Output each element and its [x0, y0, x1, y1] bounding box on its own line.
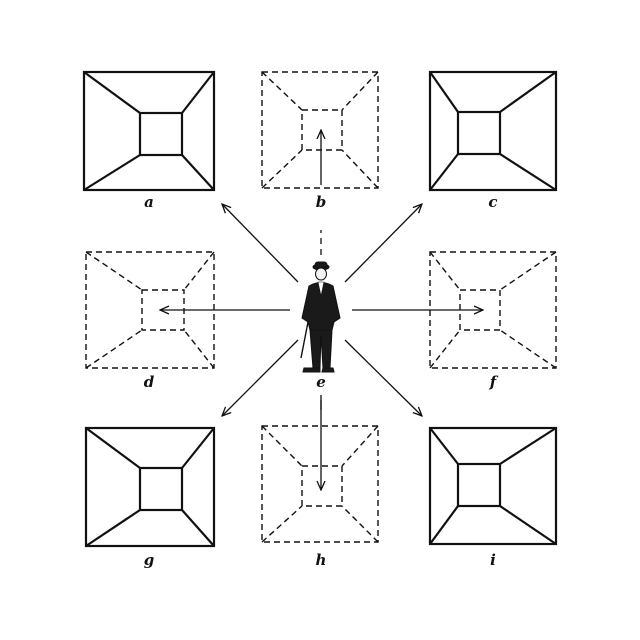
edge-line — [429, 251, 461, 291]
label-d: d — [144, 373, 155, 391]
edge-line — [429, 505, 459, 545]
room-box-g — [84, 426, 216, 548]
room-box-a — [82, 70, 216, 192]
edge-line — [341, 425, 379, 467]
outer-wall — [84, 426, 216, 548]
room-box-c — [428, 70, 558, 192]
back-wall — [456, 462, 502, 508]
room-box-i — [428, 426, 558, 546]
edge-line — [341, 71, 379, 111]
back-wall — [301, 109, 343, 151]
edge-line — [429, 329, 461, 369]
edge-line — [341, 505, 379, 543]
edge-line — [261, 149, 303, 189]
edge-line — [85, 251, 143, 291]
outer-wall — [261, 425, 379, 543]
edge-line — [83, 71, 141, 114]
edge-line — [181, 427, 215, 469]
arrow-to-a — [222, 204, 299, 283]
label-g: g — [144, 551, 155, 569]
back-wall — [456, 110, 502, 156]
label-b: b — [316, 193, 327, 211]
label-a: a — [144, 193, 154, 211]
edge-line — [429, 427, 459, 465]
label-f: f — [489, 373, 499, 391]
edge-line — [181, 509, 215, 547]
back-wall — [138, 466, 184, 512]
edge-line — [181, 154, 215, 191]
room-box-h — [261, 425, 379, 543]
outer-wall — [428, 70, 558, 192]
outer-wall — [428, 426, 558, 546]
arrow-to-c — [344, 204, 422, 283]
back-wall — [138, 111, 184, 157]
label-i: i — [490, 551, 496, 569]
edge-line — [261, 505, 303, 543]
edge-line — [499, 71, 557, 113]
edge-line — [499, 505, 557, 545]
edge-line — [499, 427, 557, 465]
arrow-to-g — [222, 339, 299, 416]
edge-line — [85, 427, 141, 469]
outer-wall — [261, 71, 379, 189]
room-box-b — [261, 71, 379, 189]
edge-line — [261, 425, 303, 467]
edge-line — [181, 71, 215, 114]
man-figure — [300, 261, 341, 373]
edge-line — [85, 509, 141, 547]
edge-line — [183, 329, 215, 369]
edge-line — [499, 329, 557, 369]
edge-line — [499, 153, 557, 191]
edge-line — [183, 251, 215, 291]
edge-line — [499, 251, 557, 291]
edge-line — [429, 71, 459, 113]
edge-line — [261, 71, 303, 111]
label-c: c — [488, 193, 497, 211]
label-e: e — [316, 373, 326, 391]
edge-line — [429, 153, 459, 191]
label-h: h — [316, 551, 327, 569]
edge-line — [83, 154, 141, 191]
edge-line — [85, 329, 143, 369]
arrow-to-i — [344, 339, 422, 416]
outer-wall — [82, 70, 216, 192]
edge-line — [341, 149, 379, 189]
room-box-d — [85, 251, 215, 369]
back-wall — [301, 465, 343, 507]
